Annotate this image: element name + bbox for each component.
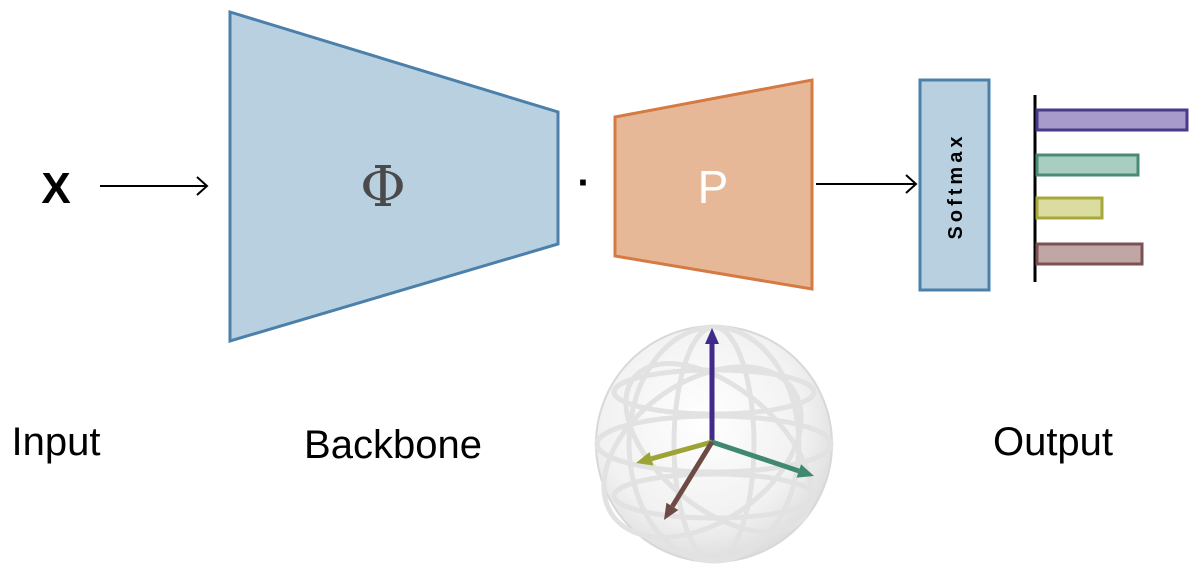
- backbone-symbol: Φ: [360, 155, 406, 220]
- unit-sphere: [594, 324, 834, 564]
- projection-block: [613, 78, 814, 291]
- output-caption: Output: [993, 420, 1113, 464]
- output-bars: [1035, 108, 1189, 266]
- softmax-label: Softmax: [945, 133, 967, 240]
- dot-product-operator: ·: [577, 161, 590, 205]
- sphere-axes: [636, 328, 814, 520]
- sphere-axis-left-arrow: [636, 439, 713, 466]
- softmax-block: [918, 78, 991, 292]
- sphere-axis-up-arrow: [705, 328, 719, 442]
- input-symbol: X: [41, 164, 70, 213]
- output-bar: [1035, 196, 1104, 220]
- output-bar: [1035, 153, 1140, 177]
- sphere-axis-down-arrow: [664, 440, 715, 520]
- sphere-axis-right-arrow: [711, 439, 814, 478]
- projection-to-softmax-arrow: [816, 174, 918, 194]
- backbone-caption: Backbone: [304, 423, 482, 467]
- output-bar: [1035, 108, 1189, 132]
- backbone-block: [228, 9, 560, 344]
- input-arrow: [100, 176, 209, 196]
- input-caption: Input: [12, 420, 101, 464]
- output-bar: [1035, 242, 1144, 266]
- projection-symbol: P: [698, 161, 729, 213]
